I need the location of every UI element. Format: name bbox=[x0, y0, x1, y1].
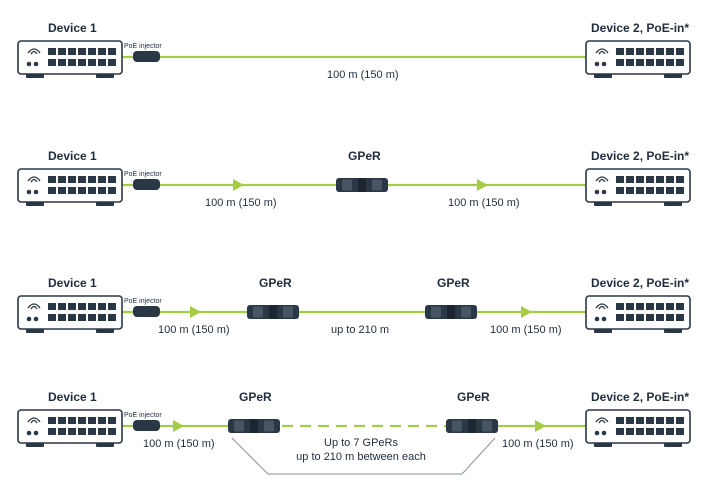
device-1-network-switch-icon bbox=[17, 295, 123, 334]
distance-label: 100 m (150 m) bbox=[327, 69, 399, 81]
device-2-label: Device 2, PoE-in* bbox=[591, 21, 689, 35]
device-2-label: Device 2, PoE-in* bbox=[591, 276, 689, 290]
poe-injector-icon bbox=[133, 51, 160, 62]
device-1-network-switch-icon bbox=[17, 409, 123, 448]
gper-label: GPeR bbox=[437, 276, 470, 290]
gper-repeater-icon bbox=[336, 178, 388, 192]
poe-injector-label: PoE injector bbox=[124, 43, 162, 50]
device-2-network-switch-icon bbox=[585, 295, 691, 334]
gper-label: GPeR bbox=[259, 276, 292, 290]
distance-label: 100 m (150 m) bbox=[205, 197, 277, 209]
distance-label: 100 m (150 m) bbox=[448, 197, 520, 209]
gper-repeater-icon bbox=[247, 305, 299, 319]
row-3: Device 1 Device 2, PoE-in* GPeR GPeR PoE… bbox=[17, 276, 691, 336]
device-1-label: Device 1 bbox=[48, 276, 97, 290]
direction-arrow-icon bbox=[190, 306, 201, 318]
distance-label: 100 m (150 m) bbox=[502, 438, 574, 450]
device-1-network-switch-icon bbox=[17, 40, 123, 79]
row-4: Device 1 Device 2, PoE-in* GPeR GPeR PoE… bbox=[17, 390, 691, 475]
direction-arrow-icon bbox=[477, 179, 488, 191]
gper-label: GPeR bbox=[239, 390, 272, 404]
gper-repeater-icon bbox=[446, 419, 498, 433]
distance-label: 100 m (150 m) bbox=[158, 324, 230, 336]
device-1-label: Device 1 bbox=[48, 390, 97, 404]
device-2-network-switch-icon bbox=[585, 168, 691, 207]
device-2-network-switch-icon bbox=[585, 40, 691, 79]
direction-arrow-icon bbox=[535, 420, 546, 432]
row-2: Device 1 Device 2, PoE-in* GPeR PoE inje… bbox=[17, 149, 691, 209]
device-2-label: Device 2, PoE-in* bbox=[591, 390, 689, 404]
gper-chain-note-line-1: Up to 7 GPeRs bbox=[324, 437, 398, 449]
poe-injector-label: PoE injector bbox=[124, 171, 162, 178]
poe-injector-icon bbox=[133, 420, 160, 431]
gper-repeater-icon bbox=[425, 305, 477, 319]
gper-chain-note-line-2: up to 210 m between each bbox=[296, 451, 426, 463]
direction-arrow-icon bbox=[233, 179, 244, 191]
poe-injector-label: PoE injector bbox=[124, 298, 162, 305]
gper-repeater-icon bbox=[228, 419, 280, 433]
distance-label: 100 m (150 m) bbox=[490, 324, 562, 336]
poe-injector-icon bbox=[133, 306, 160, 317]
direction-arrow-icon bbox=[173, 420, 184, 432]
direction-arrow-icon bbox=[521, 306, 532, 318]
distance-label: up to 210 m bbox=[331, 324, 389, 336]
device-1-network-switch-icon bbox=[17, 168, 123, 207]
device-2-network-switch-icon bbox=[585, 409, 691, 448]
poe-injector-icon bbox=[133, 179, 160, 190]
device-1-label: Device 1 bbox=[48, 21, 97, 35]
device-2-label: Device 2, PoE-in* bbox=[591, 149, 689, 163]
gper-label: GPeR bbox=[457, 390, 490, 404]
poe-injector-label: PoE injector bbox=[124, 412, 162, 419]
gper-label: GPeR bbox=[348, 149, 381, 163]
distance-label: 100 m (150 m) bbox=[143, 438, 215, 450]
row-1: Device 1 Device 2, PoE-in* PoE injector … bbox=[17, 21, 691, 81]
device-1-label: Device 1 bbox=[48, 149, 97, 163]
gper-chain-brace bbox=[231, 437, 496, 475]
